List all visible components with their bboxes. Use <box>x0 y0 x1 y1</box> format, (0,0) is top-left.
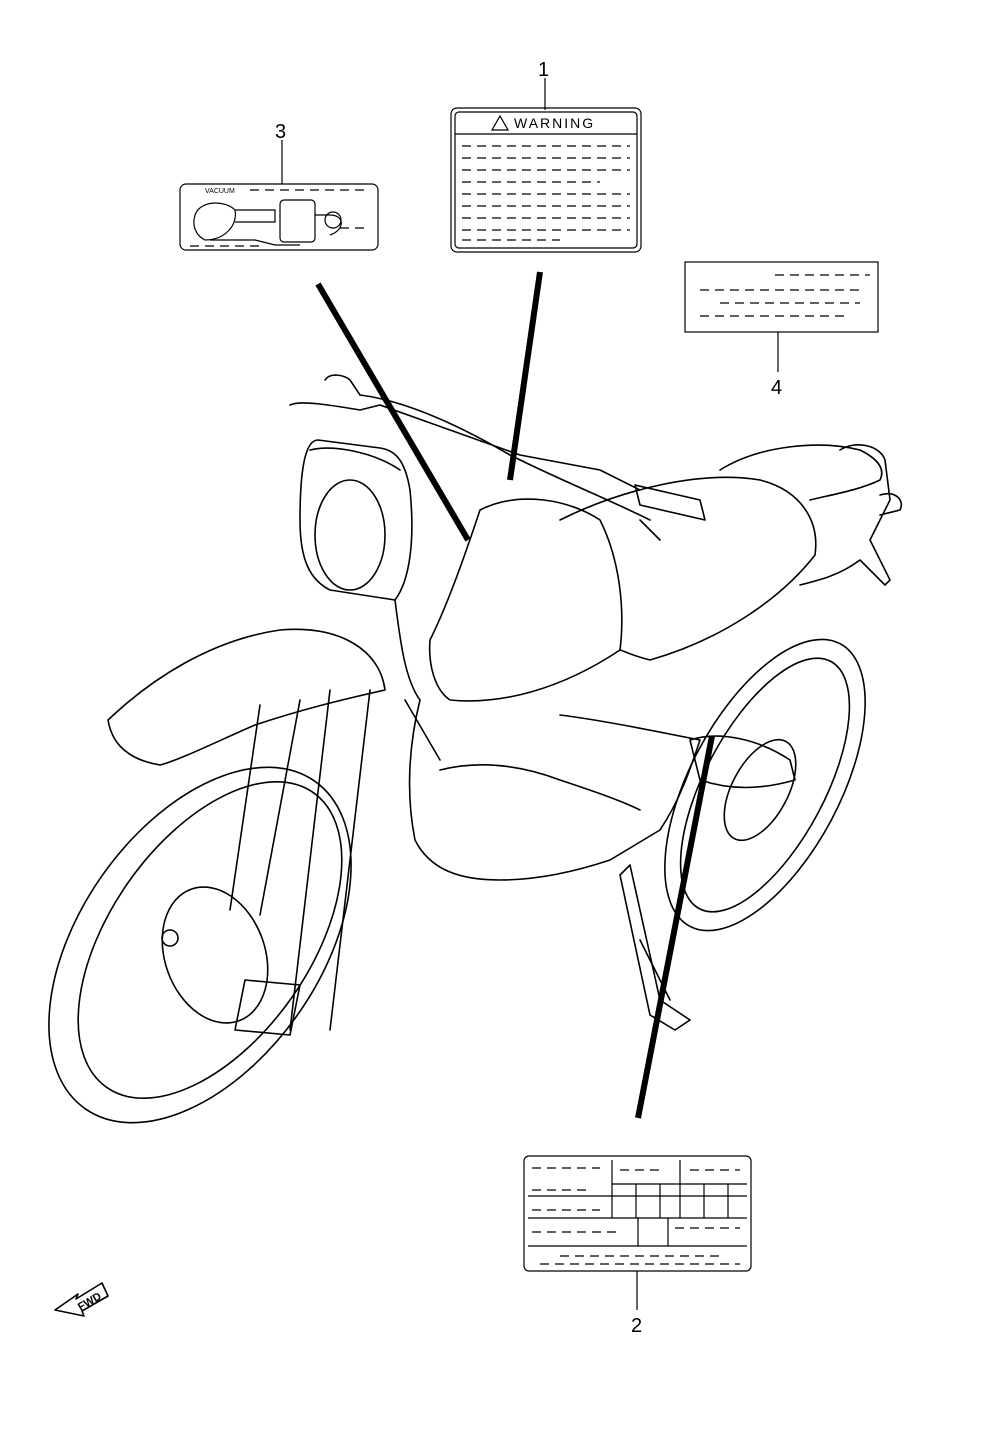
information-label <box>523 1155 752 1272</box>
callout-4: 4 <box>771 377 782 399</box>
leader-line-1 <box>507 271 543 481</box>
callout-1: 1 <box>538 59 549 81</box>
vacuum-label-title: VACUUM <box>205 188 235 195</box>
warning-triangle-icon <box>490 114 510 131</box>
plain-label <box>684 261 879 333</box>
leader-line-2 <box>635 735 715 1119</box>
warning-label-title: WARNING <box>514 115 595 131</box>
leader-line-3 <box>315 282 471 542</box>
callout-numbers: 1 3 4 2 <box>275 59 782 1337</box>
vacuum-hose-label: VACUUM <box>179 183 379 251</box>
motorcycle-outline <box>48 374 902 1124</box>
callout-2: 2 <box>631 1315 642 1337</box>
forward-arrow-icon: FWD <box>54 1282 109 1317</box>
fwd-label: FWD <box>76 1290 104 1313</box>
warning-label: WARNING <box>450 107 642 253</box>
callout-3: 3 <box>275 121 286 143</box>
leader-lines <box>281 78 779 1310</box>
